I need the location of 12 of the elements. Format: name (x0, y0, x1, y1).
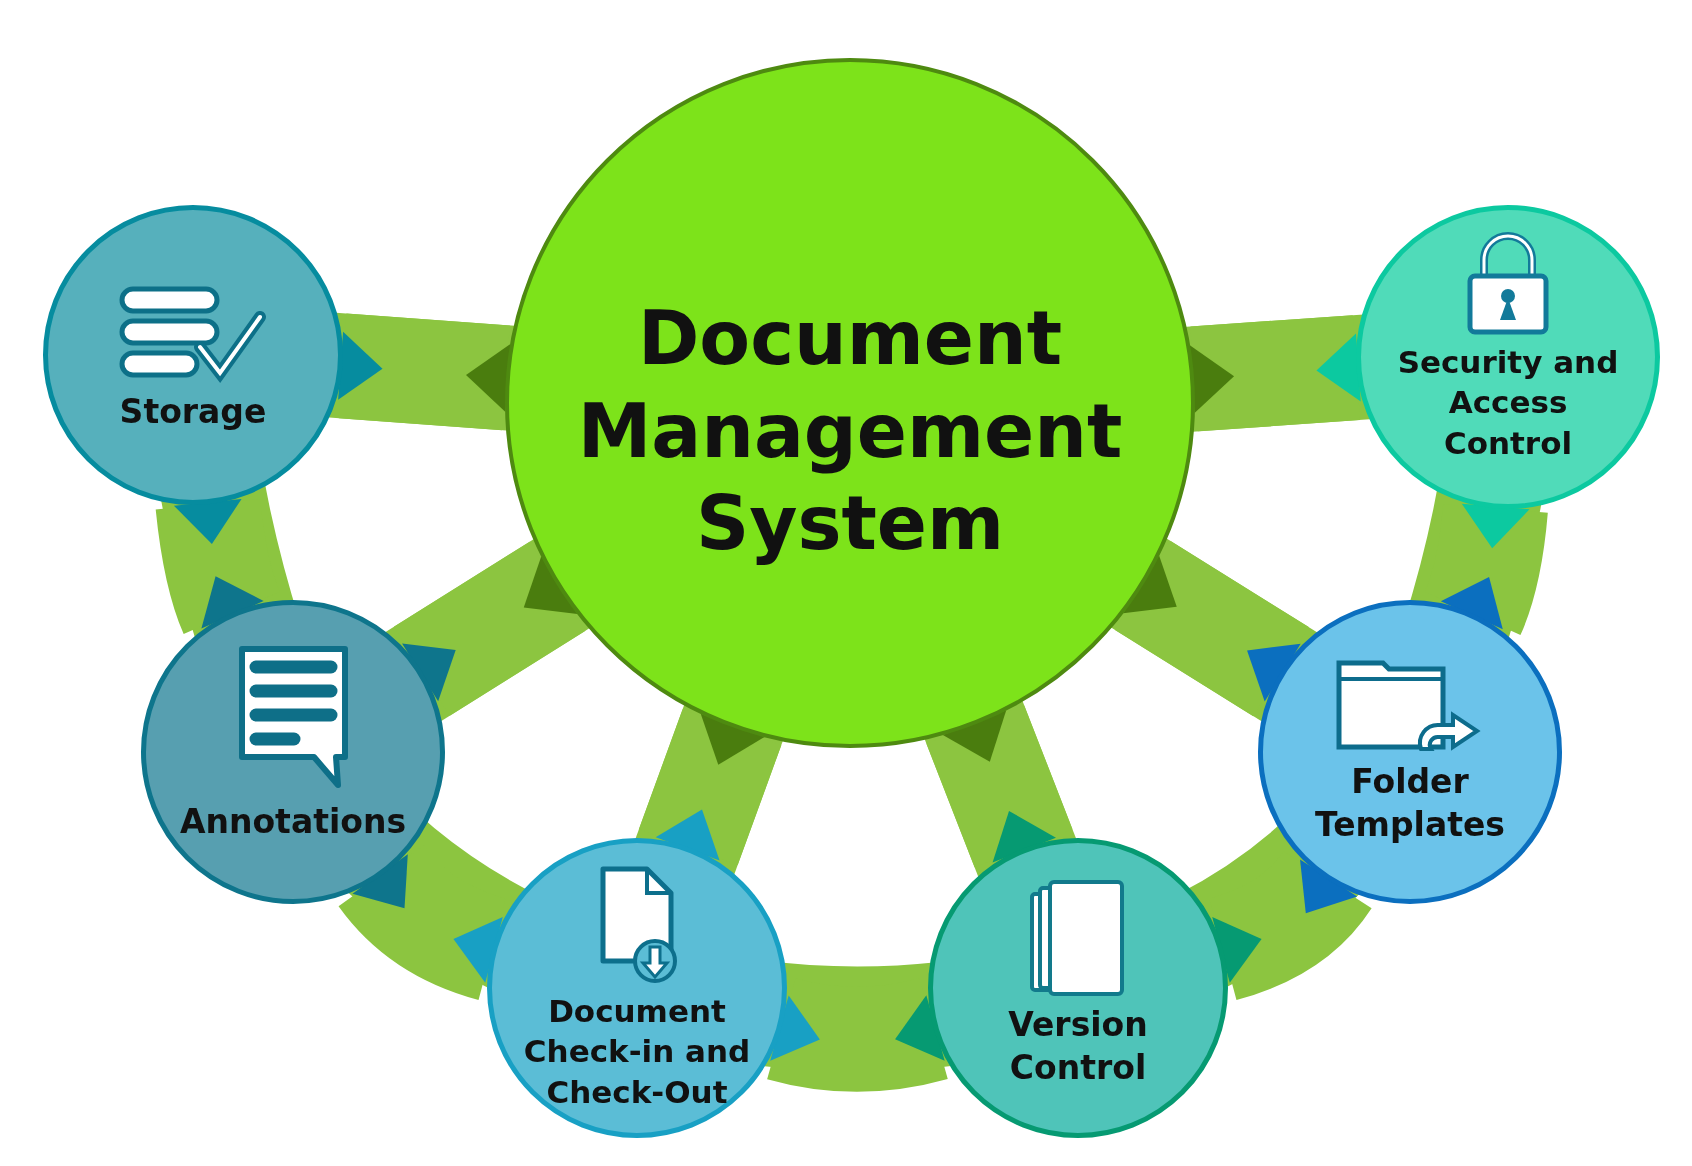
connector-band (638, 709, 782, 865)
node-label: Storage (118, 391, 268, 433)
connector-band (394, 541, 586, 716)
node-label: Document Check-in and Check-Out (522, 992, 752, 1112)
node-label: Folder Templates (1314, 761, 1506, 846)
node-label: Security and Access Control (1396, 343, 1620, 463)
connector-band (338, 313, 511, 431)
node-label: Annotations (178, 801, 408, 843)
title-text: Document Management System (576, 294, 1124, 568)
connector-band (926, 705, 1073, 868)
connector-band (1189, 315, 1361, 432)
node-label: Version Control (1007, 1004, 1149, 1089)
